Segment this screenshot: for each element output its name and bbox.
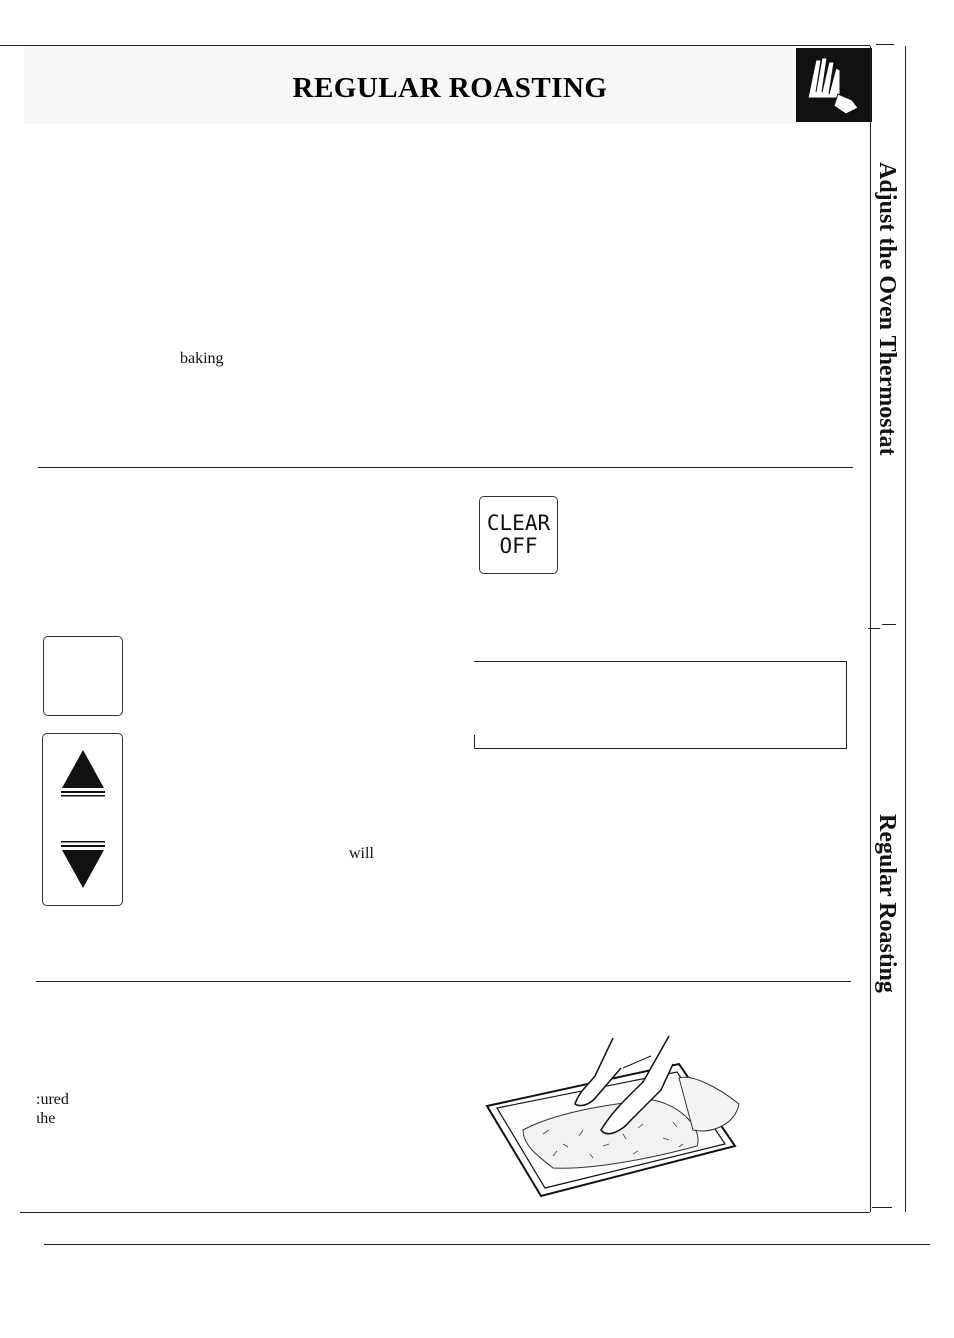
section-rule-1 — [38, 467, 853, 468]
text-fragment-the: ιhe — [36, 1110, 56, 1127]
off-label: OFF — [499, 534, 538, 558]
header-band — [24, 46, 794, 124]
text-fragment-cured: :ured — [36, 1091, 69, 1108]
top-rule-tick — [876, 44, 894, 45]
text-fragment-will: will — [349, 845, 374, 862]
hands-on-roasting-pan-illustration — [483, 1034, 743, 1200]
side-border — [870, 46, 871, 1212]
down-arrow-icon[interactable] — [59, 840, 107, 890]
side-tab-adjust-thermostat: Adjust the Oven Thermostat — [874, 162, 900, 456]
text-fragment-baking: baking — [180, 350, 224, 367]
side-border-outer — [905, 46, 906, 1212]
bottom-tab-tick — [872, 1207, 892, 1208]
footer-rule — [44, 1244, 930, 1245]
up-arrow-icon[interactable] — [59, 748, 107, 798]
side-tab-regular-roasting: Regular Roasting — [874, 814, 900, 993]
page-title: REGULAR ROASTING — [292, 72, 608, 104]
tab-divider-tick — [868, 628, 880, 629]
notice-box-corner — [474, 735, 475, 749]
top-rule — [0, 45, 870, 46]
hand-pressing-button-icon — [796, 48, 872, 122]
section-rule-2 — [36, 981, 851, 982]
arrow-pad — [42, 733, 123, 906]
tab-divider-tick-2 — [882, 624, 896, 625]
notice-box — [474, 661, 847, 749]
bottom-rule — [20, 1212, 870, 1213]
clear-off-button[interactable]: CLEAR OFF — [479, 496, 558, 574]
clear-label: CLEAR — [486, 511, 551, 535]
blank-pad-button[interactable] — [43, 636, 123, 716]
